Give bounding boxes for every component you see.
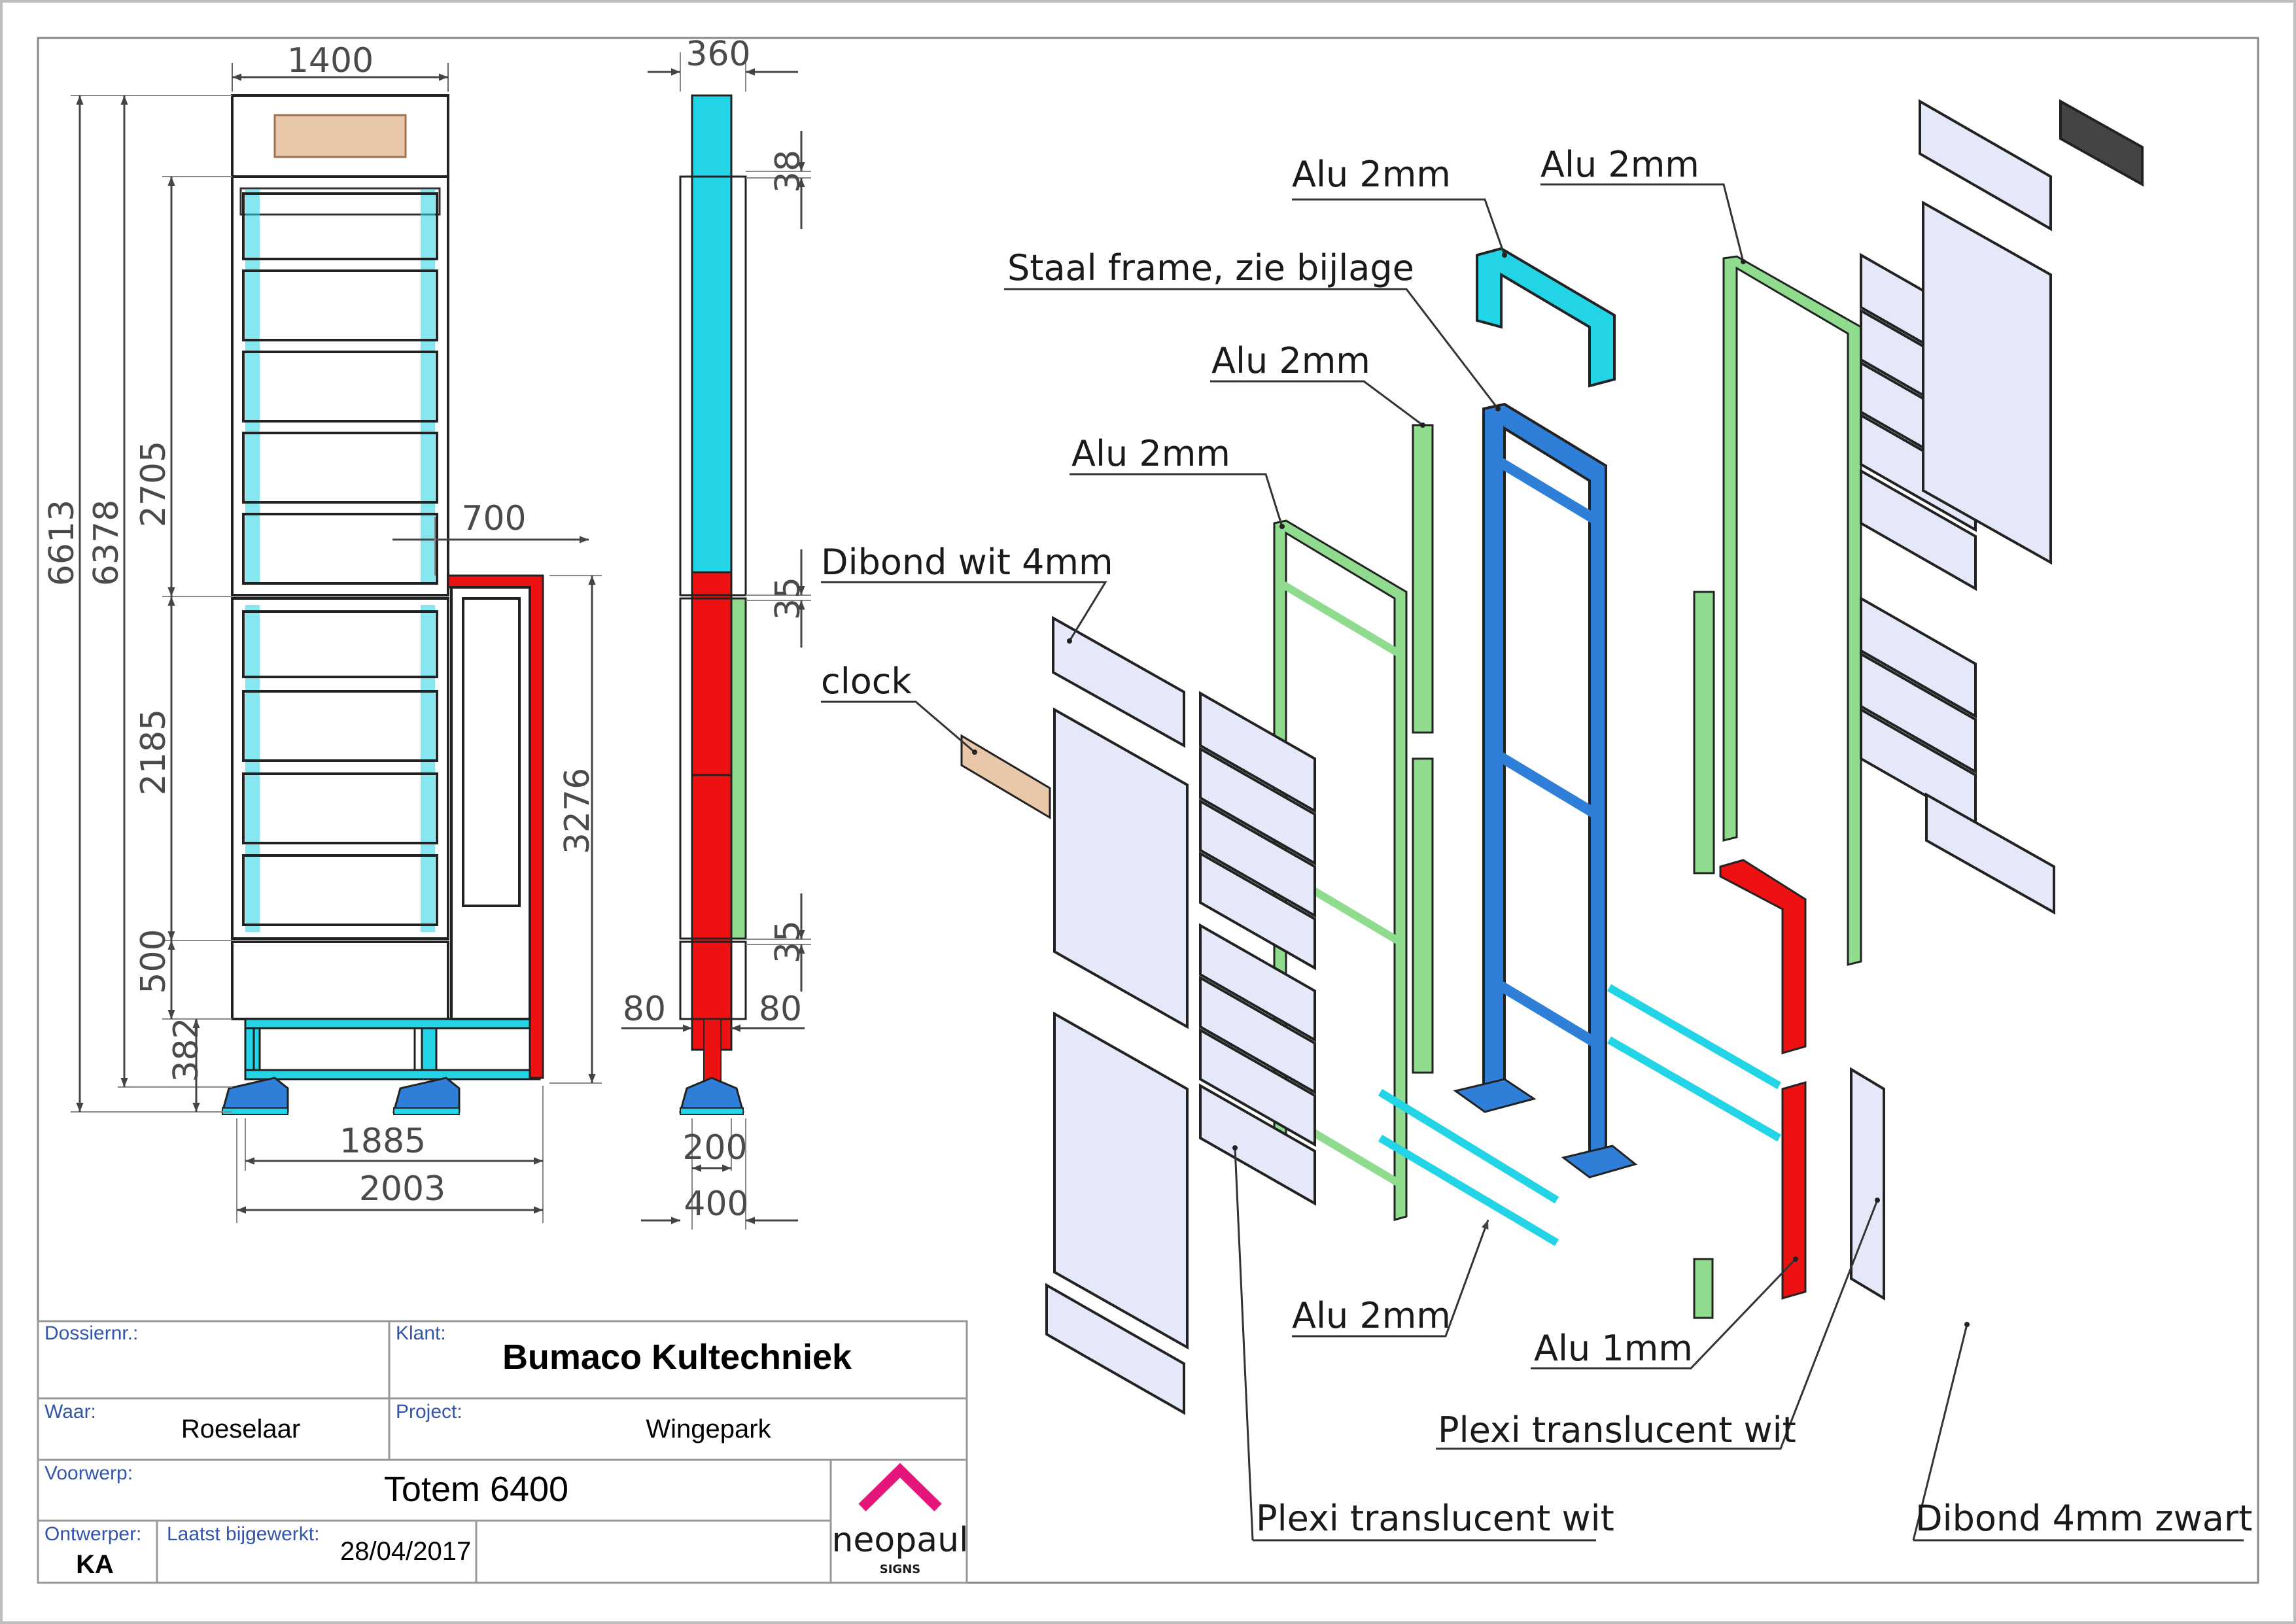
value-bijgewerkt: 28/04/2017 bbox=[340, 1537, 471, 1566]
value-ontwerper: KA bbox=[76, 1550, 114, 1579]
dim-1885: 1885 bbox=[339, 1122, 426, 1161]
dim-2185: 2185 bbox=[134, 709, 173, 795]
callout-alu-top-left: Alu 2mm bbox=[1292, 154, 1451, 195]
dibond-top-panel bbox=[1919, 99, 2052, 232]
window-8 bbox=[242, 772, 438, 844]
right-foot bbox=[392, 1077, 461, 1113]
dim-360: 360 bbox=[686, 35, 750, 74]
side-red-column bbox=[691, 571, 733, 776]
label-voorwerp: Voorwerp: bbox=[44, 1462, 133, 1484]
value-klant: Bumaco Kultechniek bbox=[502, 1338, 852, 1377]
dim-6613: 6613 bbox=[43, 500, 82, 586]
top-cap bbox=[1476, 247, 1616, 388]
logo-mark-icon bbox=[858, 1462, 942, 1512]
label-dossier: Dossiernr.: bbox=[44, 1322, 138, 1344]
callout-clock: clock bbox=[821, 661, 912, 702]
callout-dibond-black: Dibond 4mm zwart bbox=[1915, 1498, 2252, 1539]
callout-staal-frame: Staal frame, zie bijlage bbox=[1007, 247, 1414, 288]
red-corner-part bbox=[1719, 859, 1807, 1054]
label-project: Project: bbox=[396, 1401, 462, 1423]
upper-body bbox=[231, 175, 449, 596]
clock-part bbox=[960, 734, 1051, 820]
window-3 bbox=[242, 351, 438, 423]
callout-alu-mid: Alu 2mm bbox=[1211, 340, 1370, 381]
dibond-back-panel bbox=[1922, 200, 2052, 565]
callout-alu-top-right: Alu 2mm bbox=[1540, 144, 1699, 185]
dim-700: 700 bbox=[461, 499, 526, 538]
dim-80-right: 80 bbox=[759, 990, 802, 1029]
callout-alu-1mm: Alu 1mm bbox=[1534, 1328, 1693, 1369]
window-7 bbox=[242, 690, 438, 762]
front-view: 1400 6613 6378 2705 2185 500 382 700 327… bbox=[43, 41, 602, 1223]
dim-2705: 2705 bbox=[134, 441, 173, 527]
side-window bbox=[462, 597, 521, 907]
dibond-front bbox=[1045, 615, 1189, 1415]
window-4 bbox=[242, 432, 438, 504]
label-bijgewerkt: Laatst bijgewerkt: bbox=[167, 1523, 319, 1545]
window-2 bbox=[242, 269, 438, 341]
black-clock-cover bbox=[2059, 99, 2144, 187]
left-foot bbox=[221, 1077, 289, 1113]
window-6 bbox=[242, 610, 438, 678]
dim-1400: 1400 bbox=[287, 41, 374, 80]
clock-display bbox=[273, 114, 407, 158]
callout-alu-bottom: Alu 2mm bbox=[1292, 1295, 1451, 1336]
dim-35-mid: 35 bbox=[769, 577, 808, 620]
title-block: Dossiernr.: Klant: Bumaco Kultechniek Wa… bbox=[37, 1320, 969, 1584]
plexi-left-stack bbox=[1199, 691, 1316, 1206]
red-strip bbox=[1781, 1081, 1807, 1300]
dim-38: 38 bbox=[769, 150, 808, 193]
callout-plexi-right: Plexi translucent wit bbox=[1438, 1409, 1796, 1451]
callout-plexi-left: Plexi translucent wit bbox=[1256, 1498, 1614, 1539]
dim-6378: 6378 bbox=[87, 500, 126, 586]
side-view: 360 38 35 35 80 80 200 400 bbox=[621, 35, 811, 1230]
window-5 bbox=[242, 513, 438, 585]
label-waar: Waar: bbox=[44, 1401, 96, 1423]
value-waar: Roeselaar bbox=[181, 1415, 300, 1443]
lower-panel bbox=[231, 941, 449, 1020]
value-project: Wingepark bbox=[646, 1415, 771, 1443]
callout-alu-left: Alu 2mm bbox=[1071, 433, 1230, 474]
dim-35-low: 35 bbox=[769, 920, 808, 963]
side-cyan-column bbox=[691, 175, 733, 574]
dim-200: 200 bbox=[682, 1128, 747, 1167]
inner-border bbox=[37, 37, 2259, 1584]
window-9 bbox=[242, 854, 438, 926]
middle-body bbox=[231, 597, 449, 940]
exploded-view: Alu 2mm Alu 2mm Staal frame, zie bijlage… bbox=[821, 99, 2252, 1542]
plexi-side-strip bbox=[1850, 1067, 1885, 1301]
value-voorwerp: Totem 6400 bbox=[384, 1470, 568, 1509]
label-ontwerper: Ontwerper: bbox=[44, 1523, 141, 1545]
alu-frame-right bbox=[1722, 255, 1862, 966]
red-side-frame bbox=[447, 574, 544, 1079]
steel-frame bbox=[1453, 402, 1638, 1179]
dim-400: 400 bbox=[684, 1184, 748, 1224]
dim-382: 382 bbox=[167, 1017, 206, 1082]
dim-500: 500 bbox=[134, 929, 173, 993]
dim-2003: 2003 bbox=[359, 1169, 445, 1209]
callout-dibond-white: Dibond wit 4mm bbox=[821, 542, 1113, 583]
logo-name: neopaul bbox=[831, 1521, 968, 1560]
window-1 bbox=[242, 192, 438, 260]
dim-80-left: 80 bbox=[623, 990, 666, 1029]
logo-sub: SIGNS bbox=[880, 1563, 920, 1576]
dim-3276: 3276 bbox=[558, 768, 597, 854]
label-klant: Klant: bbox=[396, 1322, 446, 1344]
